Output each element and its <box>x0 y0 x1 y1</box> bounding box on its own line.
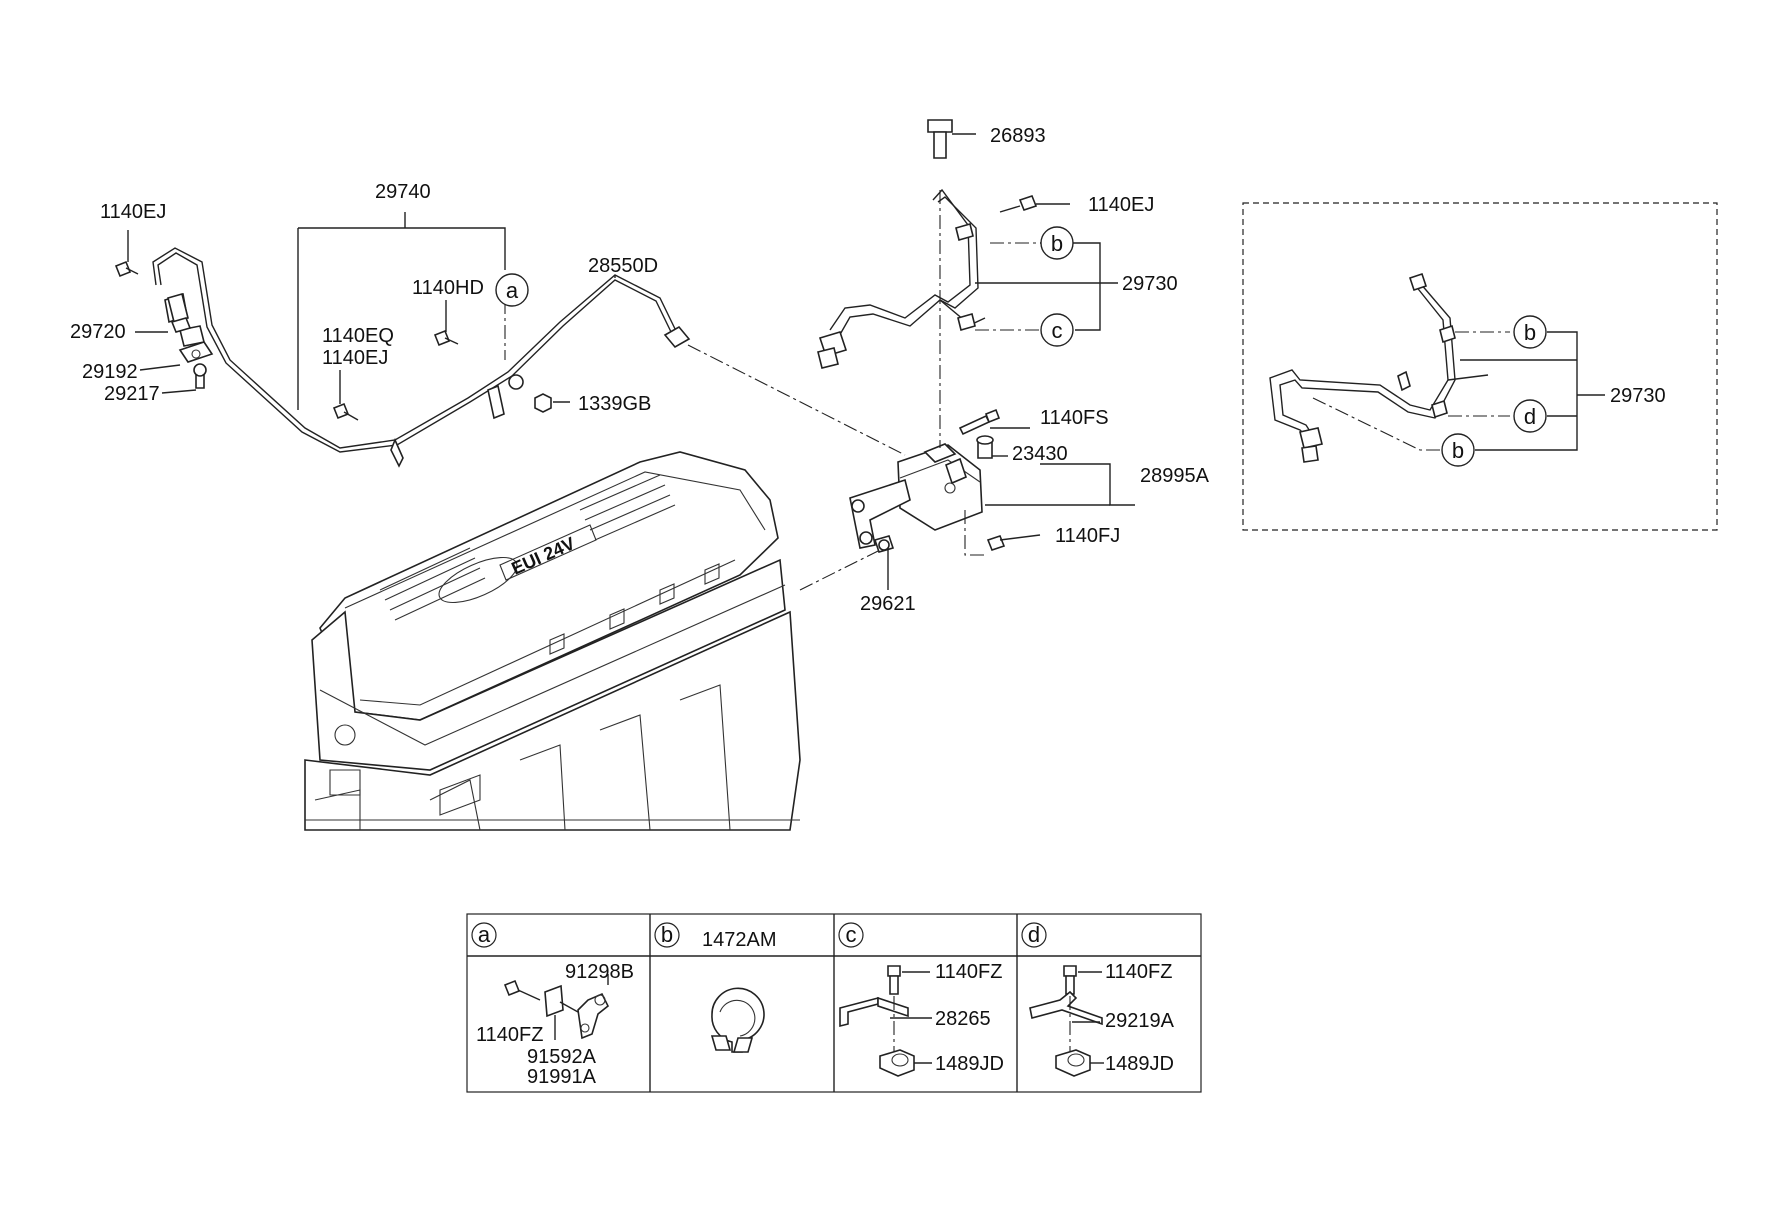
callout-b-letter: b <box>1452 438 1464 463</box>
label-1140fs: 1140FS <box>1040 407 1109 429</box>
label-leaders <box>127 230 1135 590</box>
callout-c-letter: c <box>1052 318 1063 343</box>
callout-b-letter: b <box>1051 231 1063 256</box>
alternate-29730-box <box>1242 202 1718 531</box>
label-29740: 29740 <box>375 181 431 203</box>
label-1339gb: 1339GB <box>578 393 651 415</box>
table-header-a: a <box>478 922 491 947</box>
cell-c-28265: 28265 <box>935 1008 991 1030</box>
cell-a-1140fz: 1140FZ <box>476 1024 543 1046</box>
filter-housing-28995a <box>849 190 1041 556</box>
cell-d-1489jd: 1489JD <box>1105 1053 1174 1075</box>
label-29720: 29720 <box>70 321 126 343</box>
label-1140ej-left: 1140EJ <box>100 201 166 223</box>
label-28995a: 28995A <box>1140 465 1210 487</box>
cell-a-91592a: 91592A <box>527 1046 597 1068</box>
callout-b-box-2: b <box>1441 433 1475 467</box>
cell-c-1489jd: 1489JD <box>935 1053 1004 1075</box>
label-29192: 29192 <box>82 361 138 383</box>
parts-table: a b 1472AM c d 91298B 1140FZ 91592A 9199… <box>466 913 1202 1093</box>
label-1140fj: 1140FJ <box>1055 525 1120 547</box>
callout-a-letter: a <box>506 278 519 303</box>
label-28550d: 28550D <box>588 255 658 277</box>
label-1140ej-top: 1140EJ <box>1088 194 1154 216</box>
label-1140eq: 1140EQ <box>322 325 394 347</box>
label-26893: 26893 <box>990 125 1046 147</box>
callout-c-top: c <box>1040 313 1074 347</box>
label-1140hd: 1140HD <box>412 277 484 299</box>
callout-b-letter: b <box>1524 320 1536 345</box>
callout-b-box-1: b <box>1513 315 1547 349</box>
cell-d-1140fz: 1140FZ <box>1105 961 1172 983</box>
label-29730-alt: 29730 <box>1610 385 1666 407</box>
bolts-left <box>114 260 570 421</box>
sensor-29720 <box>167 293 214 389</box>
callout-d-letter: d <box>1524 404 1536 429</box>
pipe-assembly-29730 <box>817 119 1118 369</box>
pipe-assembly-29740 <box>152 212 691 468</box>
table-header-d: d <box>1028 922 1040 947</box>
callout-d-box: d <box>1513 399 1547 433</box>
label-29730-main: 29730 <box>1122 273 1178 295</box>
cell-a-91298b: 91298B <box>565 961 634 983</box>
label-29621: 29621 <box>860 593 916 615</box>
part-labels: 26893 1140EJ 29730 29740 1140EJ 28550D 1… <box>70 125 1666 615</box>
cell-c-1140fz: 1140FZ <box>935 961 1002 983</box>
leader-pipe-filter <box>687 344 906 456</box>
engine-block: EUI 24V <box>304 451 801 831</box>
cell-a-91991a: 91991A <box>527 1066 597 1088</box>
callout-b-top: b <box>1040 226 1074 260</box>
table-header-b: b <box>661 922 673 947</box>
cell-d-29219a: 29219A <box>1105 1010 1175 1032</box>
label-23430: 23430 <box>1012 443 1068 465</box>
label-1140ej-mid: 1140EJ <box>322 347 388 369</box>
callout-a: a <box>495 273 529 307</box>
table-header-b-part: 1472AM <box>702 929 777 951</box>
label-29217: 29217 <box>104 383 160 405</box>
table-header-c: c <box>846 922 857 947</box>
leader-engine-filter <box>799 549 881 591</box>
